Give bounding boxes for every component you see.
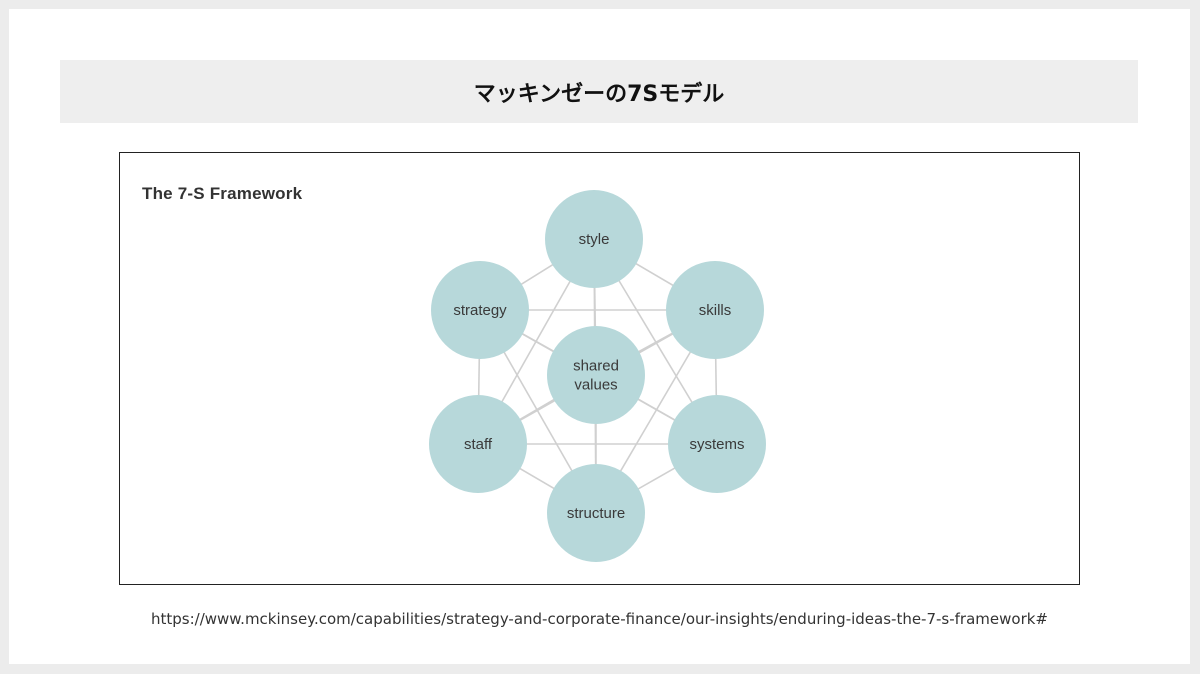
node-circle-systems: [668, 395, 766, 493]
node-circle-style: [545, 190, 643, 288]
node-staff: staff: [429, 395, 527, 493]
slide-title: マッキンゼーの7Sモデル: [473, 81, 725, 107]
node-label-shared-values: shared: [573, 358, 619, 375]
node-skills: skills: [666, 261, 764, 359]
node-systems: systems: [668, 395, 766, 493]
node-label-shared-values: values: [574, 377, 617, 394]
framework-title: The 7-S Framework: [142, 184, 303, 203]
node-label-strategy: strategy: [453, 302, 507, 319]
node-label-staff: staff: [464, 436, 493, 453]
node-strategy: strategy: [431, 261, 529, 359]
node-circle-structure: [547, 464, 645, 562]
node-style: style: [545, 190, 643, 288]
node-label-skills: skills: [699, 302, 732, 319]
node-label-style: style: [579, 231, 610, 248]
node-label-systems: systems: [689, 436, 744, 453]
slide: マッキンゼーの7Sモデル The 7-S Framework style skil…: [9, 9, 1190, 664]
node-circle-strategy: [431, 261, 529, 359]
title-bar: マッキンゼーの7Sモデル: [60, 60, 1138, 123]
node-shared-values: shared values: [547, 326, 645, 424]
seven-s-diagram: style skills systems structure staff strategy…: [429, 190, 766, 562]
source-url[interactable]: https://www.mckinsey.com/capabilities/st…: [150, 610, 1049, 628]
node-circle-shared-values: [547, 326, 645, 424]
framework-figure: The 7-S Framework style skills systems stru…: [119, 152, 1080, 585]
node-circle-skills: [666, 261, 764, 359]
node-structure: structure: [547, 464, 645, 562]
node-label-structure: structure: [567, 505, 625, 522]
node-circle-staff: [429, 395, 527, 493]
